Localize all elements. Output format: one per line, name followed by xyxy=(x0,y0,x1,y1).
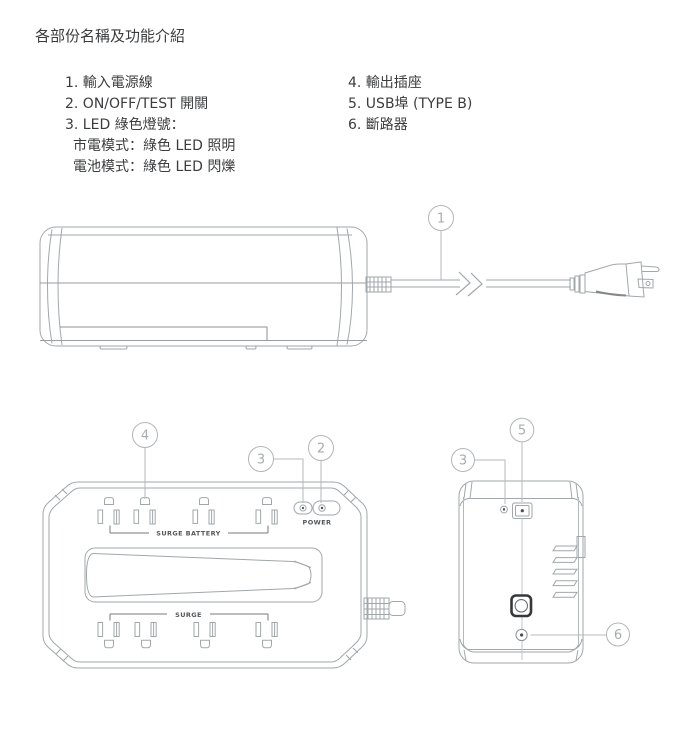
outlet-surge-1 xyxy=(97,622,120,649)
callout-5-marker xyxy=(509,417,535,443)
cord-exit-top-view xyxy=(363,597,406,620)
callout-3-right: 3 xyxy=(451,448,506,504)
cord-line-left xyxy=(391,279,460,288)
callout-3-right-marker xyxy=(451,448,475,472)
plug-drawing xyxy=(569,261,660,298)
power-switch-end-view xyxy=(512,502,533,519)
callout-3-left-leader xyxy=(273,458,304,503)
circuit-breaker-button xyxy=(515,628,528,642)
end-view-figure: 5 3 6 xyxy=(451,417,630,664)
callout-5-number: 5 xyxy=(518,424,526,439)
callout-1-marker xyxy=(428,205,454,231)
legend-item-5: 5. USB埠 (TYPE B) xyxy=(348,96,473,112)
legend-list-left: 1. 輸入電源線 2. ON/OFF/TEST 開關 3. LED 綠色燈號： … xyxy=(65,73,345,178)
cord-strain-relief xyxy=(365,276,392,293)
outlet-surge-2 xyxy=(134,622,157,649)
ups-body-end xyxy=(458,480,584,664)
top-view-figure: SURGE BATTERY POWER SURGE xyxy=(42,422,406,669)
outlet-battery-2 xyxy=(133,497,156,525)
callout-2-marker xyxy=(308,435,334,461)
callout-2-number: 2 xyxy=(317,442,325,457)
vent-slots xyxy=(552,545,578,598)
callout-3-left-marker xyxy=(248,446,274,472)
callout-3-right-leader xyxy=(474,459,506,504)
plug-prong-bottom xyxy=(637,278,654,289)
power-label: POWER xyxy=(303,519,332,527)
callout-3-left-number: 3 xyxy=(257,453,265,468)
callout-1-number: 1 xyxy=(437,212,445,227)
legend-item-2: 2. ON/OFF/TEST 開關 xyxy=(65,96,209,112)
legend-list-right: 4. 輸出插座 5. USB埠 (TYPE B) 6. 斷路器 xyxy=(348,73,628,136)
surge-label: SURGE xyxy=(175,611,202,619)
surge-bracket: SURGE xyxy=(109,611,269,621)
legend-item-3-sub-battery-mode: 電池模式：綠色 LED 閃爍 xyxy=(73,159,236,175)
outlet-battery-4 xyxy=(255,497,278,525)
power-control-area: POWER xyxy=(293,500,341,527)
rubber-feet xyxy=(99,345,313,350)
callout-3-right-number: 3 xyxy=(459,454,467,469)
power-button xyxy=(312,500,341,516)
handle-recess xyxy=(84,547,323,603)
legend-item-6: 6. 斷路器 xyxy=(348,117,408,133)
usb-type-b-port xyxy=(510,594,533,618)
outlet-surge-4 xyxy=(255,622,278,649)
legend-item-4: 4. 輸出插座 xyxy=(348,75,422,91)
callout-4-number: 4 xyxy=(141,429,149,444)
corner-bumper-ticks xyxy=(54,488,359,662)
callout-6: 6 xyxy=(530,622,630,647)
outlets-bottom-row xyxy=(97,622,278,649)
power-cord-drawing xyxy=(365,261,660,298)
plug-prong-top xyxy=(640,265,660,272)
cord-stub xyxy=(388,601,406,616)
outlet-battery-1 xyxy=(97,497,120,525)
outlet-battery-3 xyxy=(192,497,215,525)
callout-6-number: 6 xyxy=(614,628,622,643)
callout-3-left: 3 xyxy=(248,446,304,503)
callout-6-marker xyxy=(606,622,630,647)
cord-break-symbol xyxy=(455,271,483,297)
callout-4-marker xyxy=(132,422,158,448)
legend-item-3-sub-ac-mode: 市電模式：綠色 LED 照明 xyxy=(73,138,236,154)
legend-item-3: 3. LED 綠色燈號： xyxy=(65,117,185,133)
surge-battery-bracket: SURGE BATTERY xyxy=(109,525,269,538)
outlets-top-row xyxy=(97,497,278,525)
battery-door-outline xyxy=(60,326,268,341)
ups-body-side xyxy=(39,226,368,350)
side-clip-tab xyxy=(576,536,586,558)
outlet-surge-3 xyxy=(193,622,216,649)
callout-5: 5 xyxy=(509,417,535,502)
ups-body-top xyxy=(42,481,368,669)
led-indicator-end-view xyxy=(500,505,508,514)
side-view-figure: 1 xyxy=(39,205,660,350)
page-title: 各部份名稱及功能介紹 xyxy=(35,27,186,45)
callout-4: 4 xyxy=(132,422,158,499)
legend-item-1: 1. 輸入電源線 xyxy=(65,75,153,91)
surge-battery-label: SURGE BATTERY xyxy=(156,530,221,538)
power-led xyxy=(299,504,307,512)
cord-line-right xyxy=(486,279,571,288)
callout-1: 1 xyxy=(428,205,454,280)
callout-2: 2 xyxy=(308,435,334,503)
